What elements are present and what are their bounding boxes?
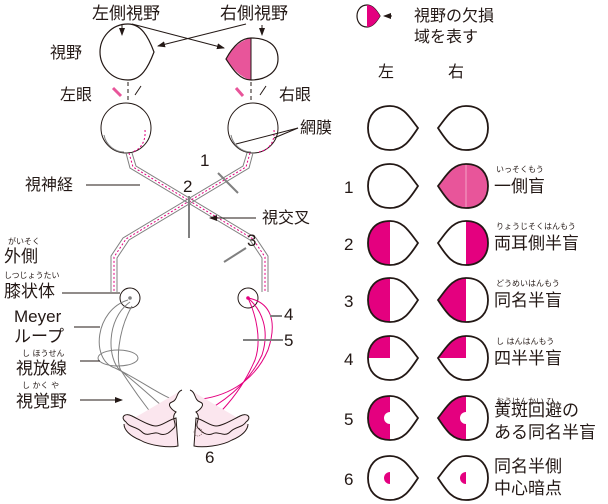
defect-name: 同名半側 — [494, 457, 562, 477]
defect-row-number: 5 — [344, 410, 353, 429]
radiation-ruby: し ほうせん — [22, 349, 65, 358]
cortex-ruby: し かく や — [22, 381, 59, 390]
defect-name: 四半半盲 — [494, 349, 562, 369]
lesion-6-label: 6 — [205, 448, 214, 467]
retina-label: 網膜 — [300, 118, 332, 137]
right-eye-visual-field — [225, 37, 279, 81]
left-visual-cortex — [122, 389, 183, 448]
legend-text-1: 視野の欠損 — [414, 6, 494, 25]
defect-name: 同名半盲 — [494, 291, 562, 311]
lesion-5-label: 5 — [284, 331, 293, 350]
left-eye-field-icon — [367, 455, 420, 501]
left-eye-field-icon — [367, 163, 420, 209]
optic-nerves — [110, 152, 269, 292]
lgn-ruby-1: がいそく — [8, 236, 40, 246]
legend: 視野の欠損 域を表す 左 右 — [356, 4, 494, 81]
defect-row — [367, 105, 489, 151]
left-eye-field-icon — [367, 335, 420, 381]
defect-row-number: 3 — [344, 292, 353, 311]
lesion-1-mark — [217, 172, 239, 194]
lesion-3-label: 3 — [247, 231, 256, 250]
optic-chiasm-label: 視交叉 — [262, 208, 310, 227]
column-left-label: 左 — [378, 62, 394, 81]
meyer-label-2: ループ — [14, 327, 64, 347]
meyer-label-1: Meyer — [14, 307, 62, 326]
defect-name-ruby: おうはんかい ひ — [496, 397, 555, 406]
lesion-3-mark — [223, 247, 247, 263]
defect-name-ruby: いっそくもう — [496, 165, 544, 174]
defect-name-ruby: りょうじそくはんもう — [496, 222, 576, 231]
right-visual-field-label: 右側視野 — [220, 4, 288, 24]
radiation-label: 視放線 — [16, 359, 67, 379]
lgn-label-2: 膝状体 — [4, 282, 55, 302]
right-eye-field-icon — [436, 105, 489, 151]
defect-name-line-2: 中心暗点 — [494, 479, 562, 499]
right-eye-field-icon — [436, 277, 489, 323]
defect-name-ruby: どうめいはんもう — [496, 279, 560, 288]
right-eye-field-icon — [436, 220, 489, 266]
optic-nerve-label: 視神経 — [25, 175, 73, 194]
visual-field-label: 視野 — [50, 43, 82, 62]
arrow-cross-2 — [157, 23, 247, 48]
defect-name: 黄斑回避の — [494, 401, 579, 421]
radiation-ring — [97, 349, 139, 367]
left-visual-field-label: 左側視野 — [92, 4, 160, 24]
legend-text-2: 域を表す — [414, 27, 478, 46]
left-eye-label: 左眼 — [60, 85, 92, 104]
left-eye-field-icon — [367, 105, 420, 151]
defect-name: 一側盲 — [494, 177, 545, 197]
right-eye-label: 右眼 — [279, 85, 311, 104]
defect-row-number: 4 — [344, 350, 353, 369]
lesion-4-label: 4 — [284, 305, 293, 324]
column-right-label: 右 — [448, 62, 464, 81]
lgn-label-1: 外側 — [4, 247, 38, 267]
outline-light-arrow-left — [134, 85, 142, 96]
defect-row-number: 2 — [344, 235, 353, 254]
left-eye-field-icon — [367, 220, 420, 266]
defect-row-number: 6 — [344, 470, 353, 489]
cortex-label: 視覚野 — [16, 392, 67, 412]
pink-light-arrow-left — [111, 86, 123, 98]
defect-name-line-2: ある同名半盲 — [494, 423, 596, 443]
arrow-cross-1 — [131, 23, 225, 50]
defect-row-number: 1 — [344, 178, 353, 197]
lesion-1-label: 1 — [200, 151, 209, 170]
outline-light-arrow-right — [259, 85, 267, 96]
right-eye-field-icon — [436, 335, 489, 381]
left-eye-field-icon — [367, 277, 420, 323]
left-eye-visual-field — [99, 23, 155, 81]
right-eye-field-icon — [436, 395, 489, 441]
lesion-2-label: 2 — [183, 177, 192, 196]
lgn-ruby-2: しつじょうたい — [4, 271, 60, 280]
right-eye-field-icon — [436, 455, 489, 501]
left-eyeball — [100, 102, 152, 154]
pink-light-arrow-right — [234, 87, 245, 97]
right-visual-cortex — [189, 389, 250, 448]
left-eye-field-icon — [367, 395, 420, 441]
defect-name: 両耳側半盲 — [494, 234, 579, 254]
defect-name-ruby: し はんはんもう — [496, 337, 554, 346]
